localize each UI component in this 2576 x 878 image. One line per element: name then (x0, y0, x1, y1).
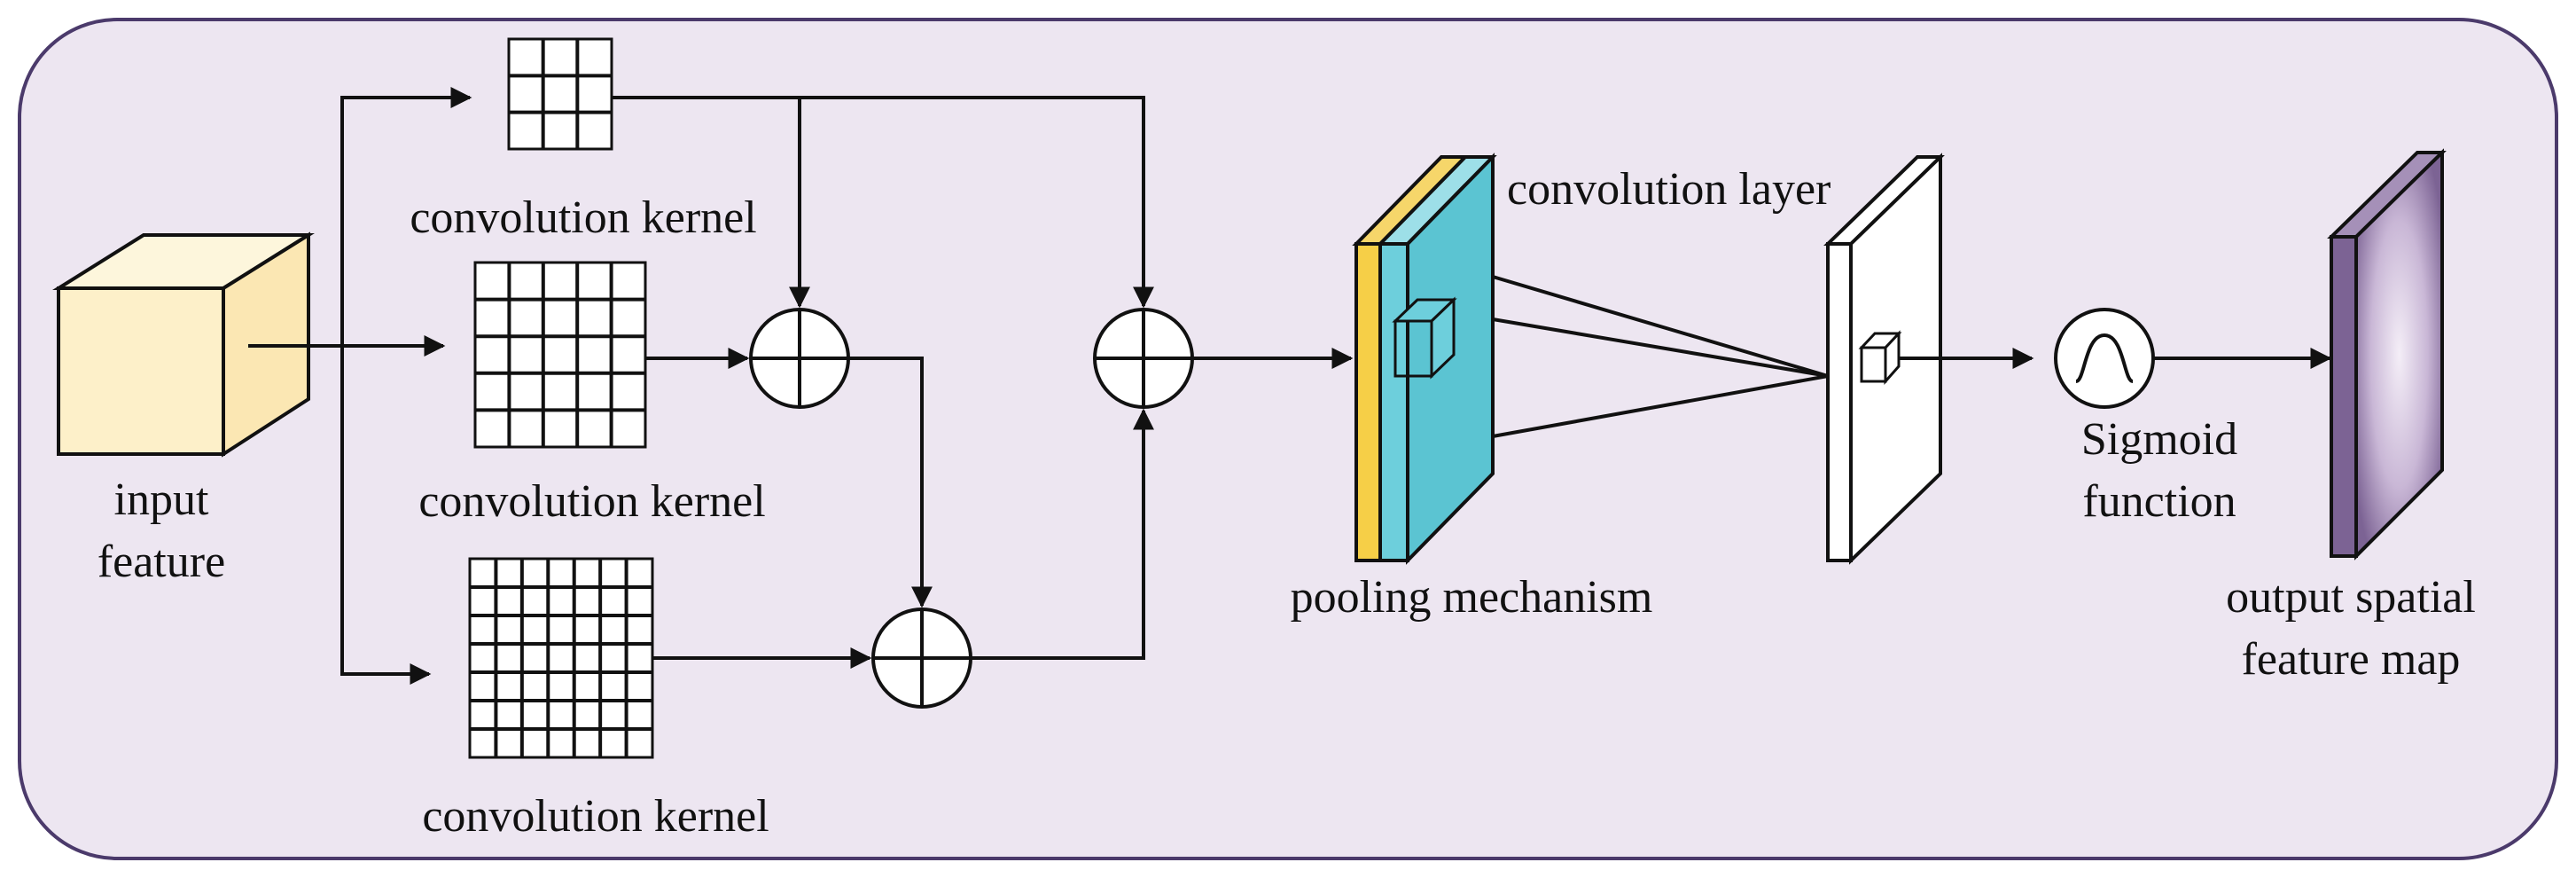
kernel-grid-5x5 (473, 261, 647, 449)
kernel-grid-7x7 (468, 557, 654, 759)
conv-layer-label: convolution layer (1507, 164, 1831, 215)
output-label-line2: feature map (2242, 634, 2461, 685)
sigmoid-label-line2: function (2082, 476, 2236, 527)
proj-line-1 (1492, 275, 1829, 378)
kernel-grid-frame (507, 37, 613, 151)
arrow-sum2-to-sum3 (971, 408, 1154, 660)
convolution-layer-block (1823, 153, 1945, 565)
sigmoid-label-line1: Sigmoid (2081, 414, 2237, 465)
proj-line-2 (1492, 317, 1829, 378)
sigmoid-wave-icon (2054, 308, 2155, 409)
circle-plus-icon (871, 608, 972, 709)
circle-plus-icon (749, 308, 850, 409)
output-feature-map (2327, 148, 2447, 561)
input-feature-label-line1: input (114, 474, 209, 525)
arrow-input-to-top-kernel (340, 87, 472, 674)
arrow-input-to-bottom-kernel (340, 532, 432, 685)
kernel-mid-label: convolution kernel (418, 476, 765, 527)
arrow-sum1-to-sum2 (848, 357, 933, 608)
kernel-grid-3x3 (507, 37, 613, 151)
proj-line-3 (1492, 374, 1829, 438)
kernel-top-label: convolution kernel (410, 192, 756, 243)
kernel-grid-frame (473, 261, 647, 449)
input-feature-label-line2: feature (98, 537, 225, 587)
pooling-label: pooling mechanism (1291, 572, 1653, 623)
circle-plus-icon (1093, 308, 1194, 409)
line-top-kernel-right (612, 96, 1154, 309)
pooling-block (1352, 153, 1497, 565)
kernel-bottom-label: convolution kernel (422, 791, 769, 842)
output-label-line1: output spatial (2226, 572, 2476, 623)
